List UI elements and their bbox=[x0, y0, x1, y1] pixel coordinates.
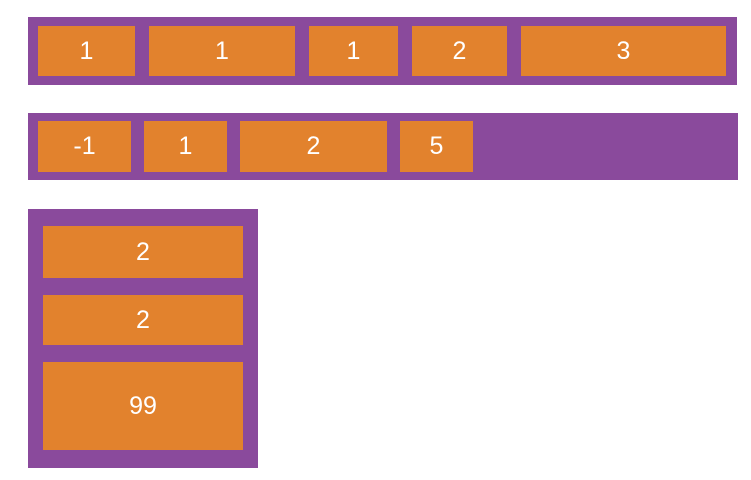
flex-item: -1 bbox=[38, 121, 131, 172]
flex-item: 5 bbox=[400, 121, 473, 172]
flex-item: 1 bbox=[144, 121, 227, 172]
flex-container-column-c: 2 2 99 bbox=[28, 209, 258, 468]
flex-item: 2 bbox=[412, 26, 507, 76]
flex-container-row-a: 1 1 1 2 3 bbox=[28, 17, 737, 85]
flex-container-row-b: -1 1 2 5 bbox=[28, 113, 738, 180]
flex-item: 2 bbox=[43, 226, 243, 278]
flex-item: 2 bbox=[240, 121, 387, 172]
flex-item: 2 bbox=[43, 295, 243, 345]
flex-item: 1 bbox=[309, 26, 398, 76]
flex-item: 99 bbox=[43, 362, 243, 450]
flex-item: 1 bbox=[149, 26, 295, 76]
flex-item: 1 bbox=[38, 26, 135, 76]
flex-item: 3 bbox=[521, 26, 726, 76]
